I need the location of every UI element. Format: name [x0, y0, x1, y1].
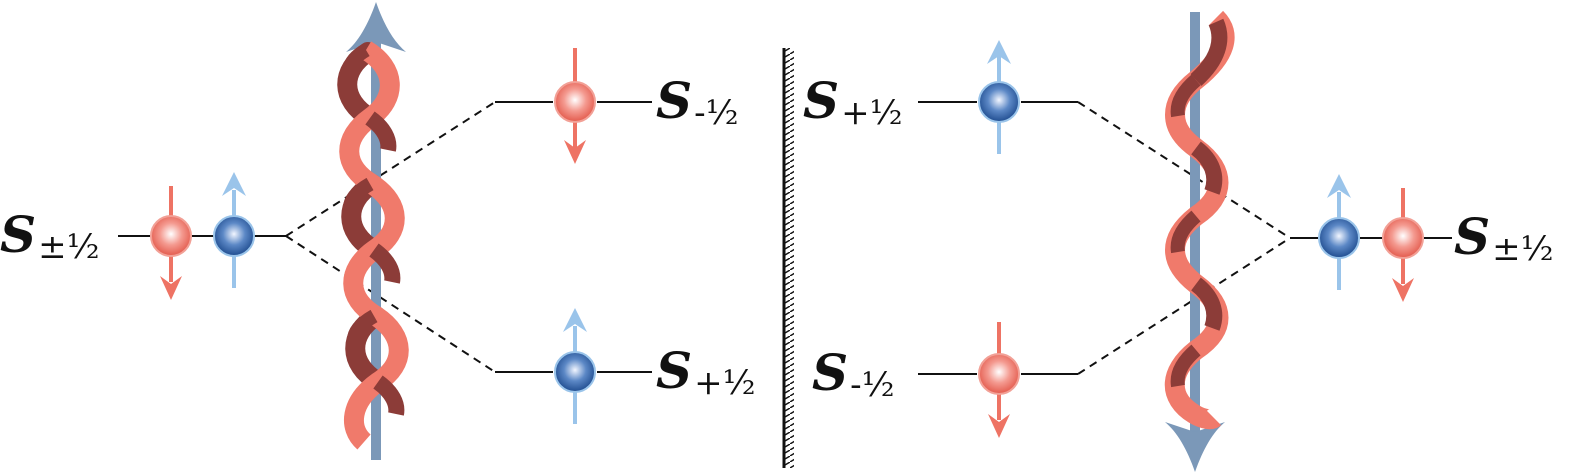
right-upper-spin-up-icon: [978, 40, 1020, 154]
left-degenerate-spin-down-icon: [150, 186, 192, 300]
mirror-plane-icon: [782, 48, 794, 468]
left-lower-spin-up-icon: [554, 308, 596, 424]
left-degenerate-label: S±½: [0, 205, 100, 267]
right-degenerate-spin-up-icon: [1318, 174, 1360, 290]
left-panel: S±½ S-½ S+½: [0, 2, 756, 460]
left-degenerate-spin-up-icon: [213, 172, 255, 288]
left-upper-label: S-½: [656, 71, 739, 133]
right-panel: S+½ S-½ S±½: [803, 10, 1554, 472]
right-lower-spin-down-icon: [978, 322, 1020, 438]
right-chiral-helix-icon: [1164, 10, 1235, 430]
right-upper-label: S+½: [803, 71, 903, 133]
right-lower-label: S-½: [812, 343, 895, 405]
left-lower-label: S+½: [656, 341, 756, 403]
left-chiral-helix-icon: [337, 41, 409, 450]
right-degenerate-label: S±½: [1454, 207, 1554, 269]
right-degenerate-spin-down-icon: [1382, 188, 1424, 302]
left-upper-spin-down-icon: [554, 48, 596, 164]
